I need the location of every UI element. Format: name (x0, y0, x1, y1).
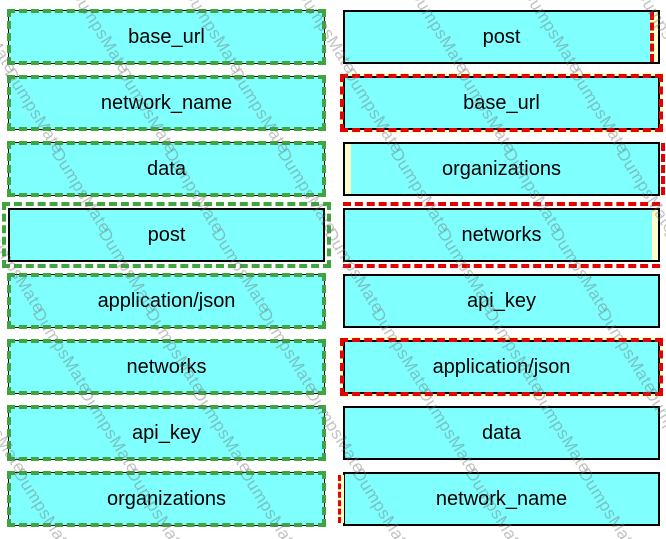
item-label: base_url (128, 25, 205, 48)
watermark-text: DumpsMate (659, 225, 666, 317)
item-label: organizations (442, 157, 561, 180)
target-column: post base_url organizations networks api… (338, 10, 665, 538)
item-label: application/json (432, 355, 571, 378)
drop-item[interactable]: application/json (340, 338, 663, 396)
item-label: networks (126, 355, 207, 378)
item-label: network_name (100, 91, 233, 114)
item-label: api_key (132, 421, 201, 444)
item-label: api_key (467, 289, 536, 312)
drop-item[interactable]: organizations (343, 142, 665, 196)
drag-item[interactable]: networks (7, 339, 326, 395)
drag-item[interactable]: base_url (7, 9, 326, 65)
item-label: application/json (97, 289, 236, 312)
drop-item[interactable]: api_key (343, 274, 660, 328)
item-label: post (147, 223, 186, 246)
item-label: network_name (435, 487, 568, 510)
item-label: data (147, 157, 186, 180)
item-label: post (482, 25, 521, 48)
watermark-text: DumpsMate (0, 145, 2, 237)
drag-drop-board: base_url network_name data post applicat… (2, 9, 665, 538)
drag-item[interactable]: application/json (7, 273, 326, 329)
drag-item[interactable]: data (7, 141, 326, 197)
drag-item[interactable]: api_key (7, 405, 326, 461)
drop-item[interactable]: data (343, 406, 660, 460)
item-label: networks (461, 223, 542, 246)
item-label: organizations (107, 487, 226, 510)
drop-item[interactable]: network_name (338, 472, 660, 526)
drop-item[interactable]: networks (343, 202, 660, 268)
drop-item[interactable]: post (343, 10, 660, 64)
item-label: data (482, 421, 521, 444)
drag-item[interactable]: network_name (7, 75, 326, 131)
drag-item[interactable]: organizations (7, 471, 326, 527)
drop-item[interactable]: base_url (340, 74, 663, 132)
drag-item[interactable]: post (2, 202, 331, 268)
source-column: base_url network_name data post applicat… (2, 9, 331, 538)
item-label: base_url (463, 91, 540, 114)
